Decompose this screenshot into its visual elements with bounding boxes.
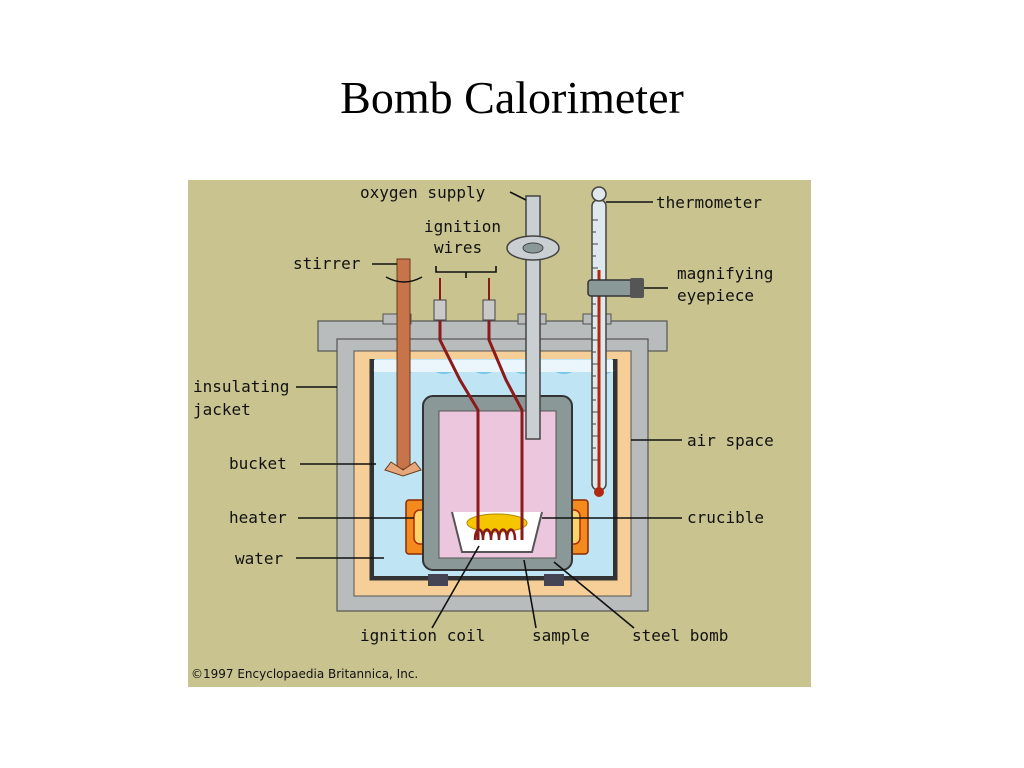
stirrer-paddle bbox=[384, 461, 422, 477]
label-stirrer: stirrer bbox=[293, 254, 361, 273]
wire-connector-left bbox=[433, 299, 447, 321]
label-insulating-jacket-line1: insulating bbox=[193, 377, 289, 396]
bomb-calorimeter-diagram: oxygen supply ignition wires stirrer the… bbox=[188, 180, 811, 687]
label-air-space: air space bbox=[687, 431, 774, 450]
label-magnifying-eyepiece-line2: eyepiece bbox=[677, 286, 754, 305]
thermometer-bulb bbox=[594, 487, 604, 497]
thermometer-scale bbox=[592, 219, 598, 461]
oxygen-supply-pipe bbox=[525, 195, 541, 440]
ignition-wire-right bbox=[487, 310, 524, 540]
label-insulating-jacket-line2: jacket bbox=[193, 400, 251, 419]
label-crucible: crucible bbox=[687, 508, 764, 527]
label-ignition-coil: ignition coil bbox=[360, 626, 485, 645]
label-ignition-wires-line1: ignition bbox=[424, 217, 501, 236]
label-bucket: bucket bbox=[229, 454, 287, 473]
water-top bbox=[374, 360, 613, 372]
slide-title: Bomb Calorimeter bbox=[340, 72, 684, 123]
stirrer-rod bbox=[396, 258, 411, 470]
label-water: water bbox=[235, 549, 284, 568]
bucket-foot bbox=[428, 574, 448, 586]
label-ignition-wires-line2: wires bbox=[434, 238, 482, 257]
copyright-credit: ©1997 Encyclopaedia Britannica, Inc. bbox=[191, 667, 418, 681]
label-sample: sample bbox=[532, 626, 590, 645]
stirrer-rotation-arrow bbox=[385, 276, 423, 283]
label-steel-bomb: steel bomb bbox=[632, 626, 728, 645]
oxygen-valve-hub bbox=[522, 242, 544, 254]
label-heater: heater bbox=[229, 508, 287, 527]
wire-connector-right bbox=[482, 299, 496, 321]
eyepiece-lens bbox=[630, 278, 644, 298]
label-oxygen-supply: oxygen supply bbox=[360, 183, 486, 202]
label-thermometer: thermometer bbox=[656, 193, 762, 212]
thermometer-top-ring bbox=[591, 186, 607, 202]
ignition-coil bbox=[473, 528, 517, 541]
bucket-foot bbox=[544, 574, 564, 586]
magnifying-eyepiece bbox=[587, 279, 637, 297]
label-magnifying-eyepiece-line1: magnifying bbox=[677, 264, 773, 283]
ignition-wire-left bbox=[438, 310, 480, 540]
